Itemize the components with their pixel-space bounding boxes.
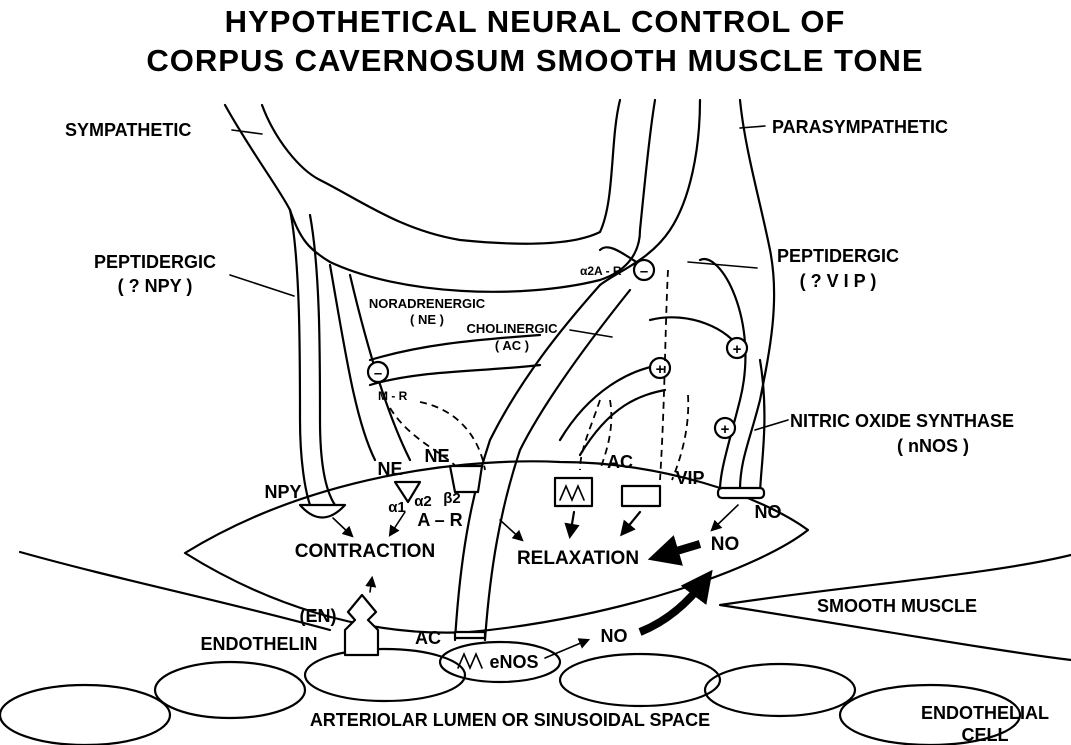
endothelial-cell-4	[560, 654, 720, 706]
label-m-r: M - R	[378, 389, 408, 403]
ac-receptor	[555, 478, 592, 506]
title-line-1: HYPOTHETICAL NEURAL CONTROL OF	[225, 4, 846, 39]
label-en: (EN)	[300, 606, 337, 626]
plus-sign-vip-1: +	[733, 341, 742, 358]
label-parasympathetic: PARASYMPATHETIC	[772, 117, 948, 137]
label-ac-bottom: AC	[415, 628, 441, 648]
label-contraction: CONTRACTION	[295, 541, 435, 562]
label-alpha1: α1	[388, 499, 406, 516]
leader-peptidergic-left	[230, 275, 294, 296]
label-no-bottom: NO	[601, 626, 628, 646]
label-ac-paren: ( AC )	[495, 338, 529, 353]
label-peptidergic-right: PEPTIDERGIC	[777, 246, 899, 266]
label-vip: VIP	[675, 468, 704, 488]
label-npy: NPY	[264, 482, 301, 502]
label-smooth-muscle: SMOOTH MUSCLE	[817, 596, 977, 616]
label-relaxation: RELAXATION	[517, 548, 639, 569]
endothelial-cell-1	[0, 685, 170, 745]
label-ne-1: NE	[377, 459, 402, 479]
label-peptidergic-left: PEPTIDERGIC	[94, 252, 216, 272]
plus-sign-vip-2: +	[721, 421, 730, 438]
leader-peptidergic-right	[688, 262, 757, 268]
ne-receptor-box	[450, 466, 482, 492]
label-nnos: ( nNOS )	[897, 436, 969, 456]
endothelin-arrow	[345, 595, 378, 655]
arrow-vip-to-relaxation	[622, 512, 640, 534]
label-alpha2-ar: α2A - R	[580, 264, 622, 278]
arrow-enos-to-no	[545, 640, 588, 658]
label-no-right: NO	[755, 502, 782, 522]
label-ne-paren: ( NE )	[410, 312, 444, 327]
minus-sign-alpha2: –	[640, 263, 648, 280]
leader-cholinergic	[570, 330, 612, 337]
label-lumen: ARTERIOLAR LUMEN OR SINUSOIDAL SPACE	[310, 710, 710, 730]
vip-fiber	[700, 259, 745, 490]
label-no-center: NO	[711, 534, 740, 555]
vip-receptor	[622, 486, 660, 506]
label-ac-top: AC	[607, 452, 633, 472]
label-cell: CELL	[962, 725, 1009, 745]
label-endothelin: ENDOTHELIN	[201, 634, 318, 654]
title-line-2: CORPUS CAVERNOSUM SMOOTH MUSCLE TONE	[146, 43, 923, 78]
label-nos: NITRIC OXIDE SYNTHASE	[790, 411, 1014, 431]
label-alpha2: α2	[414, 493, 432, 510]
arrow-npy-to-contraction	[333, 518, 352, 536]
plus-sign-ac: +	[656, 361, 665, 378]
arrow-ac-to-relaxation	[570, 512, 574, 536]
leader-nos	[755, 420, 788, 430]
label-a-r: A – R	[417, 510, 462, 530]
parasympathetic-nerve-right	[740, 100, 774, 490]
label-cholinergic: CHOLINERGIC	[467, 321, 559, 336]
label-npy-question: ( ? NPY )	[118, 276, 193, 296]
arrow-no-to-relaxation	[660, 544, 700, 556]
leader-sympathetic	[232, 130, 262, 134]
ac-terminal-bottom	[455, 632, 485, 638]
label-beta2: β2	[443, 490, 461, 507]
arrow-no-to-muscle	[640, 580, 705, 632]
npy-terminal	[300, 505, 345, 518]
label-endothelial: ENDOTHELIAL	[921, 703, 1049, 723]
arrow-en-to-contraction	[370, 578, 372, 592]
smooth-muscle-cell-left	[20, 552, 330, 630]
npy-fiber	[290, 210, 310, 505]
nnos-terminal	[718, 488, 764, 498]
noradrenergic-branch-lower	[370, 365, 540, 385]
endothelial-cell-2	[155, 662, 305, 718]
arrow-beta2-to-relaxation	[500, 520, 522, 540]
label-ne-2: NE	[424, 446, 449, 466]
label-sympathetic: SYMPATHETIC	[65, 120, 191, 140]
label-noradrenergic: NORADRENERGIC	[369, 296, 486, 311]
sympathetic-nerve-inner	[262, 100, 620, 244]
label-vip-question: ( ? V I P )	[800, 271, 877, 291]
noradrenergic-fiber	[330, 265, 375, 460]
endothelial-cell-5	[705, 664, 855, 716]
arrow-nnos-to-no	[712, 505, 738, 530]
label-enos: eNOS	[489, 652, 538, 672]
minus-sign-mr: –	[374, 365, 382, 382]
